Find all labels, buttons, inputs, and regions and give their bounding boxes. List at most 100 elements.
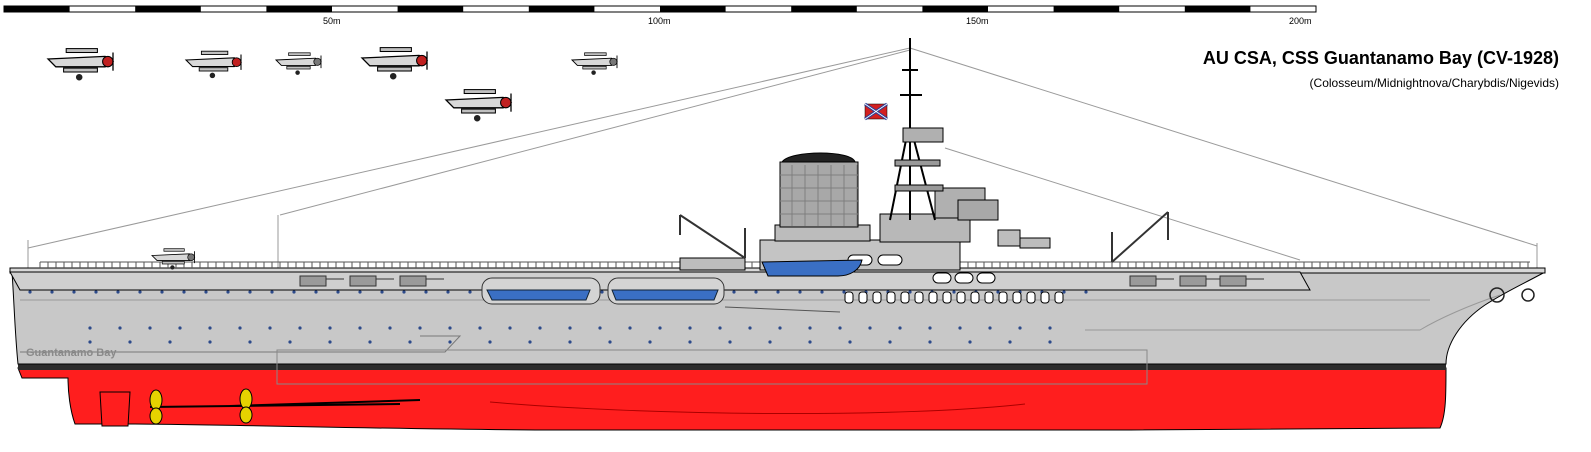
armor-belt-outline	[276, 349, 1148, 385]
porthole	[208, 326, 212, 330]
porthole	[848, 340, 852, 344]
porthole	[380, 290, 384, 294]
porthole	[1048, 340, 1052, 344]
porthole	[268, 326, 272, 330]
porthole	[568, 340, 572, 344]
porthole	[72, 290, 76, 294]
biplane-icon	[274, 52, 322, 75]
porthole	[808, 340, 812, 344]
porthole	[608, 340, 612, 344]
aircraft-group	[46, 47, 618, 270]
porthole	[138, 290, 142, 294]
porthole	[118, 326, 122, 330]
gun-mount	[1129, 275, 1157, 287]
scale-segment	[660, 6, 726, 12]
porthole	[368, 340, 372, 344]
porthole	[178, 326, 182, 330]
porthole	[248, 290, 252, 294]
porthole	[538, 326, 542, 330]
porthole	[182, 290, 186, 294]
lower-hull	[17, 367, 1447, 431]
biplane-icon	[360, 47, 429, 80]
porthole	[988, 326, 992, 330]
hangar-opening	[1012, 291, 1022, 304]
motor-boat	[761, 259, 863, 277]
propeller-icon	[149, 388, 253, 425]
porthole	[838, 326, 842, 330]
scale-label-100m: 100m	[648, 16, 671, 26]
porthole	[488, 340, 492, 344]
porthole	[292, 290, 296, 294]
scale-label-200m: 200m	[1289, 16, 1312, 26]
porthole	[808, 326, 812, 330]
porthole	[1048, 326, 1052, 330]
porthole	[148, 326, 152, 330]
porthole	[732, 290, 736, 294]
gun-mount	[1179, 275, 1207, 287]
porthole	[798, 290, 802, 294]
porthole	[1084, 290, 1088, 294]
scale-bar: 50m 100m 150m 200m	[3, 5, 1317, 26]
scale-segment	[135, 6, 201, 12]
hangar-opening	[956, 291, 966, 304]
porthole	[402, 290, 406, 294]
confederate-flag-icon	[864, 102, 888, 121]
porthole	[288, 340, 292, 344]
hangar-opening	[970, 291, 980, 304]
porthole	[898, 326, 902, 330]
hangar-opening	[1026, 291, 1036, 304]
porthole	[776, 290, 780, 294]
porthole	[128, 340, 132, 344]
porthole	[968, 340, 972, 344]
porthole	[952, 290, 956, 294]
scale-segment	[922, 6, 988, 12]
porthole	[908, 290, 912, 294]
porthole	[528, 340, 532, 344]
crane-forward	[1111, 211, 1169, 263]
hangar-opening	[1054, 291, 1064, 304]
anchor-icon	[1489, 287, 1535, 303]
porthole	[888, 340, 892, 344]
funnel-cap	[781, 152, 856, 163]
porthole	[928, 326, 932, 330]
hangar-opening	[998, 291, 1008, 304]
lifeboat-2	[611, 289, 719, 301]
biplane-icon	[570, 52, 618, 75]
porthole	[226, 290, 230, 294]
porthole	[116, 290, 120, 294]
hangar-opening	[942, 291, 952, 304]
porthole	[204, 290, 208, 294]
bow-curve	[1085, 294, 1501, 331]
porthole	[388, 326, 392, 330]
biplane-icon	[184, 50, 242, 79]
porthole	[446, 290, 450, 294]
funnel-grid	[780, 165, 858, 226]
porthole	[478, 326, 482, 330]
hangar-opening	[844, 291, 854, 304]
porthole	[728, 340, 732, 344]
porthole	[328, 326, 332, 330]
porthole	[448, 340, 452, 344]
hangar-opening	[1040, 291, 1050, 304]
porthole	[718, 326, 722, 330]
porthole	[658, 326, 662, 330]
porthole	[408, 340, 412, 344]
hangar-opening	[872, 291, 882, 304]
gun-mount	[349, 275, 377, 287]
hangar-openings	[844, 291, 1064, 304]
lifeboat-1	[486, 289, 591, 301]
gun-mount	[299, 275, 327, 287]
gun-mount	[399, 275, 427, 287]
gun-mount	[1219, 275, 1247, 287]
porthole	[424, 290, 428, 294]
scale-segment	[4, 6, 70, 12]
hangar-opening	[984, 291, 994, 304]
porthole	[1062, 290, 1066, 294]
porthole	[748, 326, 752, 330]
main-hull	[11, 271, 1546, 365]
porthole	[208, 340, 212, 344]
scale-label-50m: 50m	[323, 16, 341, 26]
propeller-shafts	[149, 399, 421, 408]
